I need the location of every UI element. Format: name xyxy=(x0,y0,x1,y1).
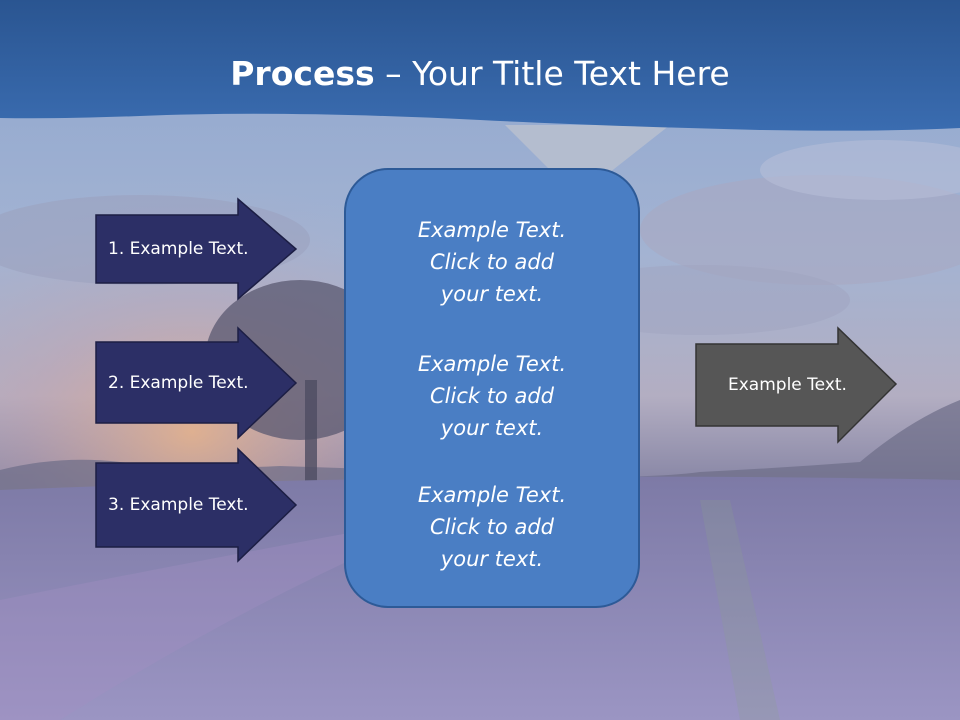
block-line: Click to add xyxy=(429,515,554,539)
block-line: Example Text. xyxy=(417,218,567,242)
block-line: Example Text. xyxy=(417,483,567,507)
center-text-box[interactable]: Example Text. Click to add your text. Ex… xyxy=(344,168,640,608)
arrow-label: 2. Example Text. xyxy=(108,373,249,393)
slide-title[interactable]: Process – Your Title Text Here xyxy=(0,52,960,96)
left-arrow-2[interactable]: 2. Example Text. xyxy=(94,326,300,440)
title-bold-part: Process xyxy=(230,54,375,93)
block-line: your text. xyxy=(440,416,544,440)
arrow-right-shape xyxy=(95,326,298,440)
arrow-label: 1. Example Text. xyxy=(108,239,249,259)
text-block-1: Example Text. Click to add your text. xyxy=(346,214,638,310)
arrow-label: Example Text. xyxy=(728,375,847,395)
arrow-right-shape xyxy=(695,326,898,444)
arrow-right-shape xyxy=(95,197,298,301)
block-line: Click to add xyxy=(429,250,554,274)
left-arrow-3[interactable]: 3. Example Text. xyxy=(94,447,300,565)
right-arrow[interactable]: Example Text. xyxy=(694,326,900,444)
block-line: Click to add xyxy=(429,384,554,408)
block-line: Example Text. xyxy=(417,352,567,376)
arrow-label: 3. Example Text. xyxy=(108,495,249,515)
title-rest: – Your Title Text Here xyxy=(374,54,730,93)
text-block-3: Example Text. Click to add your text. xyxy=(346,479,638,575)
arrow-right-shape xyxy=(95,447,298,563)
left-arrow-1[interactable]: 1. Example Text. xyxy=(94,197,300,301)
block-line: your text. xyxy=(440,547,544,571)
text-block-2: Example Text. Click to add your text. xyxy=(346,348,638,444)
block-line: your text. xyxy=(440,282,544,306)
